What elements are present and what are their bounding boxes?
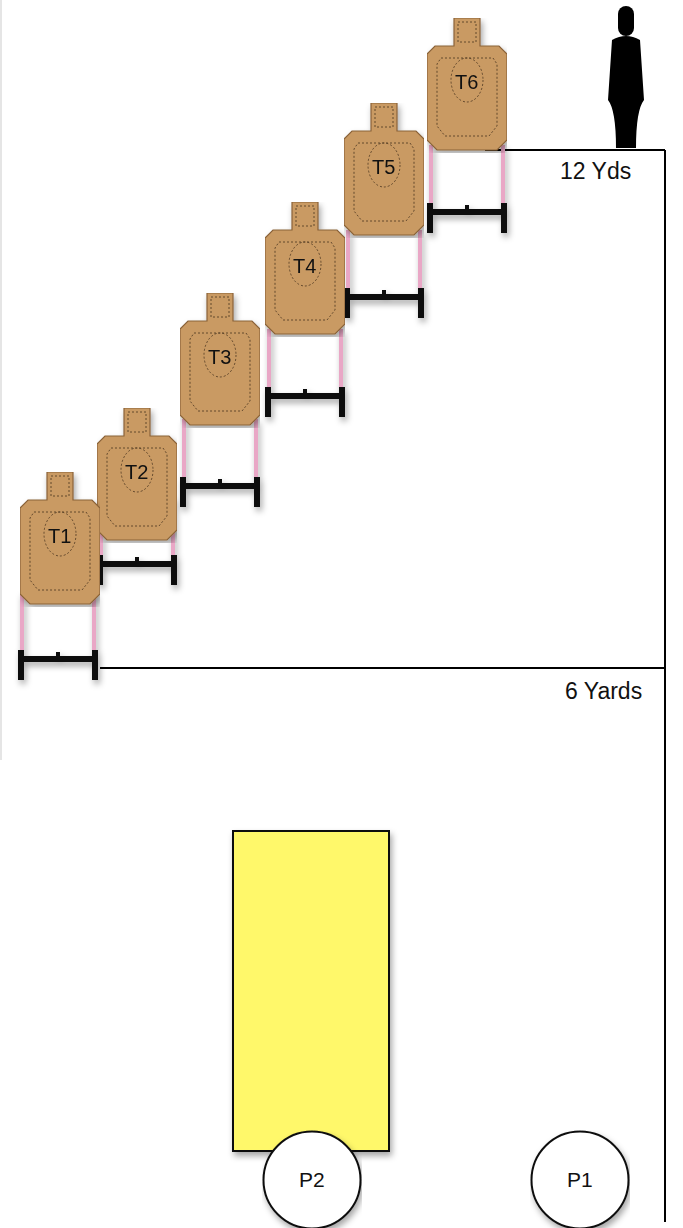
target: T3 (180, 293, 260, 428)
target-label: T1 (48, 525, 71, 548)
target-label: T4 (293, 255, 316, 278)
target-label: T6 (455, 71, 478, 94)
target: T4 (265, 202, 345, 337)
distance-label: 6 Yards (565, 678, 642, 705)
distance-label: 12 Yds (560, 158, 631, 185)
target-label: T2 (125, 461, 148, 484)
target: T2 (97, 408, 177, 543)
position-label: P1 (567, 1168, 593, 1192)
target-label: T5 (372, 156, 395, 179)
target-label: T3 (208, 346, 231, 369)
shooting-position: P2 (262, 1130, 362, 1228)
shooting-position: P1 (530, 1130, 630, 1228)
target: T1 (20, 472, 100, 607)
position-label: P2 (299, 1168, 325, 1192)
target: T5 (344, 103, 424, 238)
target: T6 (427, 18, 507, 153)
